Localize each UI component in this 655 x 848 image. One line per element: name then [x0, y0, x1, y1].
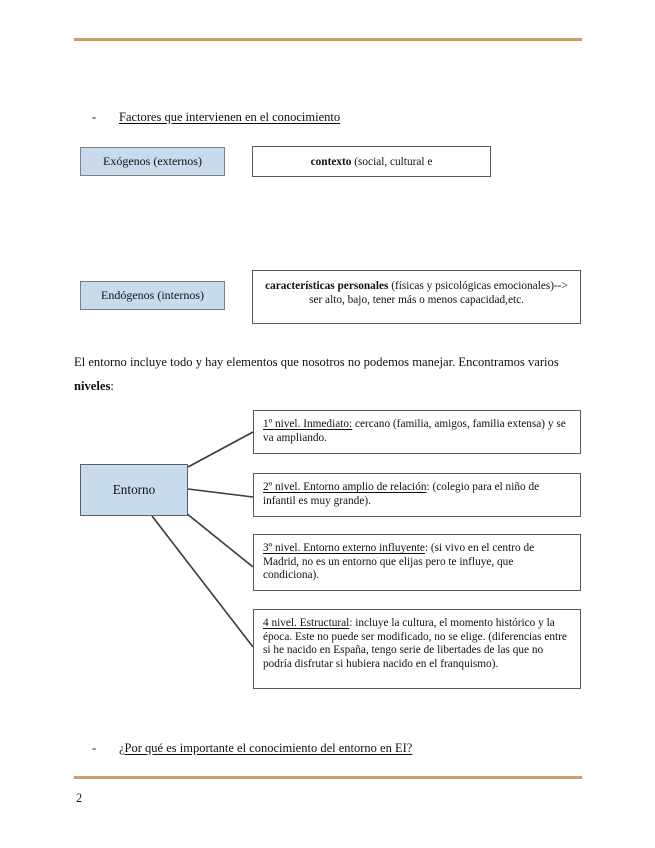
page-number: 2	[76, 791, 83, 805]
level-box-1-body: cercano (familia, amigos, familia extens…	[263, 418, 566, 444]
level-box-3: 3º nivel. Entorno externo influyente: (s…	[253, 534, 581, 591]
level-box-1-lead: 1º nivel. Inmediato:	[263, 418, 353, 430]
detail-exogenos-bold: contexto	[310, 156, 352, 168]
paragraph-bold: niveles	[74, 379, 111, 393]
level-box-4-body: : incluye la cultura, el momento históri…	[263, 617, 567, 670]
level-box-1-text: 1º nivel. Inmediato: cercano (familia, a…	[254, 411, 580, 450]
heading-porque-text: ¿Por qué es importante el conocimiento d…	[119, 741, 413, 755]
detail-endogenos-bold: características personales	[265, 280, 389, 292]
paragraph-entorno: El entorno incluye todo y hay elementos …	[74, 350, 586, 398]
detail-exogenos-text: contexto (social, cultural e	[253, 147, 490, 175]
level-box-2-lead: 2º nivel. Entorno amplio de relación	[263, 481, 427, 493]
node-endogenos: Endógenos (internos)	[80, 281, 225, 310]
footer-rule	[74, 776, 582, 779]
node-entorno-label: Entorno	[112, 482, 156, 498]
bullet-dash-2: -	[92, 741, 97, 755]
level-box-3-lead: 3º nivel. Entorno externo influyente	[263, 542, 425, 554]
paragraph-part1: El entorno incluye todo y hay elementos …	[74, 355, 559, 369]
level-box-4-text: 4 nivel. Estructural: incluye la cultura…	[254, 610, 580, 676]
level-box-1: 1º nivel. Inmediato: cercano (familia, a…	[253, 410, 581, 454]
heading-factores: - Factores que intervienen en el conocimi…	[92, 110, 340, 125]
paragraph-part2: :	[110, 379, 114, 393]
detail-endogenos-text: características personales (físicas y ps…	[253, 271, 580, 312]
level-box-4-lead: 4 nivel. Estructural	[263, 617, 350, 629]
heading-factores-text: Factores que intervienen en el conocimie…	[119, 110, 341, 124]
detail-exogenos: contexto (social, cultural e	[252, 146, 491, 177]
level-box-3-text: 3º nivel. Entorno externo influyente: (s…	[254, 535, 580, 588]
level-box-4: 4 nivel. Estructural: incluye la cultura…	[253, 609, 581, 689]
node-exogenos-label: Exógenos (externos)	[103, 153, 202, 168]
header-rule	[74, 38, 582, 41]
heading-porque: - ¿Por qué es importante el conocimiento …	[92, 741, 412, 756]
detail-endogenos-rest: (físicas y psicológicas emocionales)--> …	[309, 280, 568, 306]
node-endogenos-label: Endógenos (internos)	[101, 287, 204, 302]
level-box-2-text: 2º nivel. Entorno amplio de relación: (c…	[254, 474, 580, 513]
level-box-2: 2º nivel. Entorno amplio de relación: (c…	[253, 473, 581, 517]
level-box-2-body: : (colegio para el niño de infantil es m…	[263, 481, 540, 507]
bullet-dash: -	[92, 110, 97, 124]
detail-exogenos-rest: (social, cultural e	[351, 156, 433, 168]
node-entorno: Entorno	[80, 464, 188, 516]
level-box-3-body: : (si vivo en el centro de Madrid, no es…	[263, 542, 535, 582]
node-exogenos: Exógenos (externos)	[80, 147, 225, 176]
detail-endogenos: características personales (físicas y ps…	[252, 270, 581, 324]
